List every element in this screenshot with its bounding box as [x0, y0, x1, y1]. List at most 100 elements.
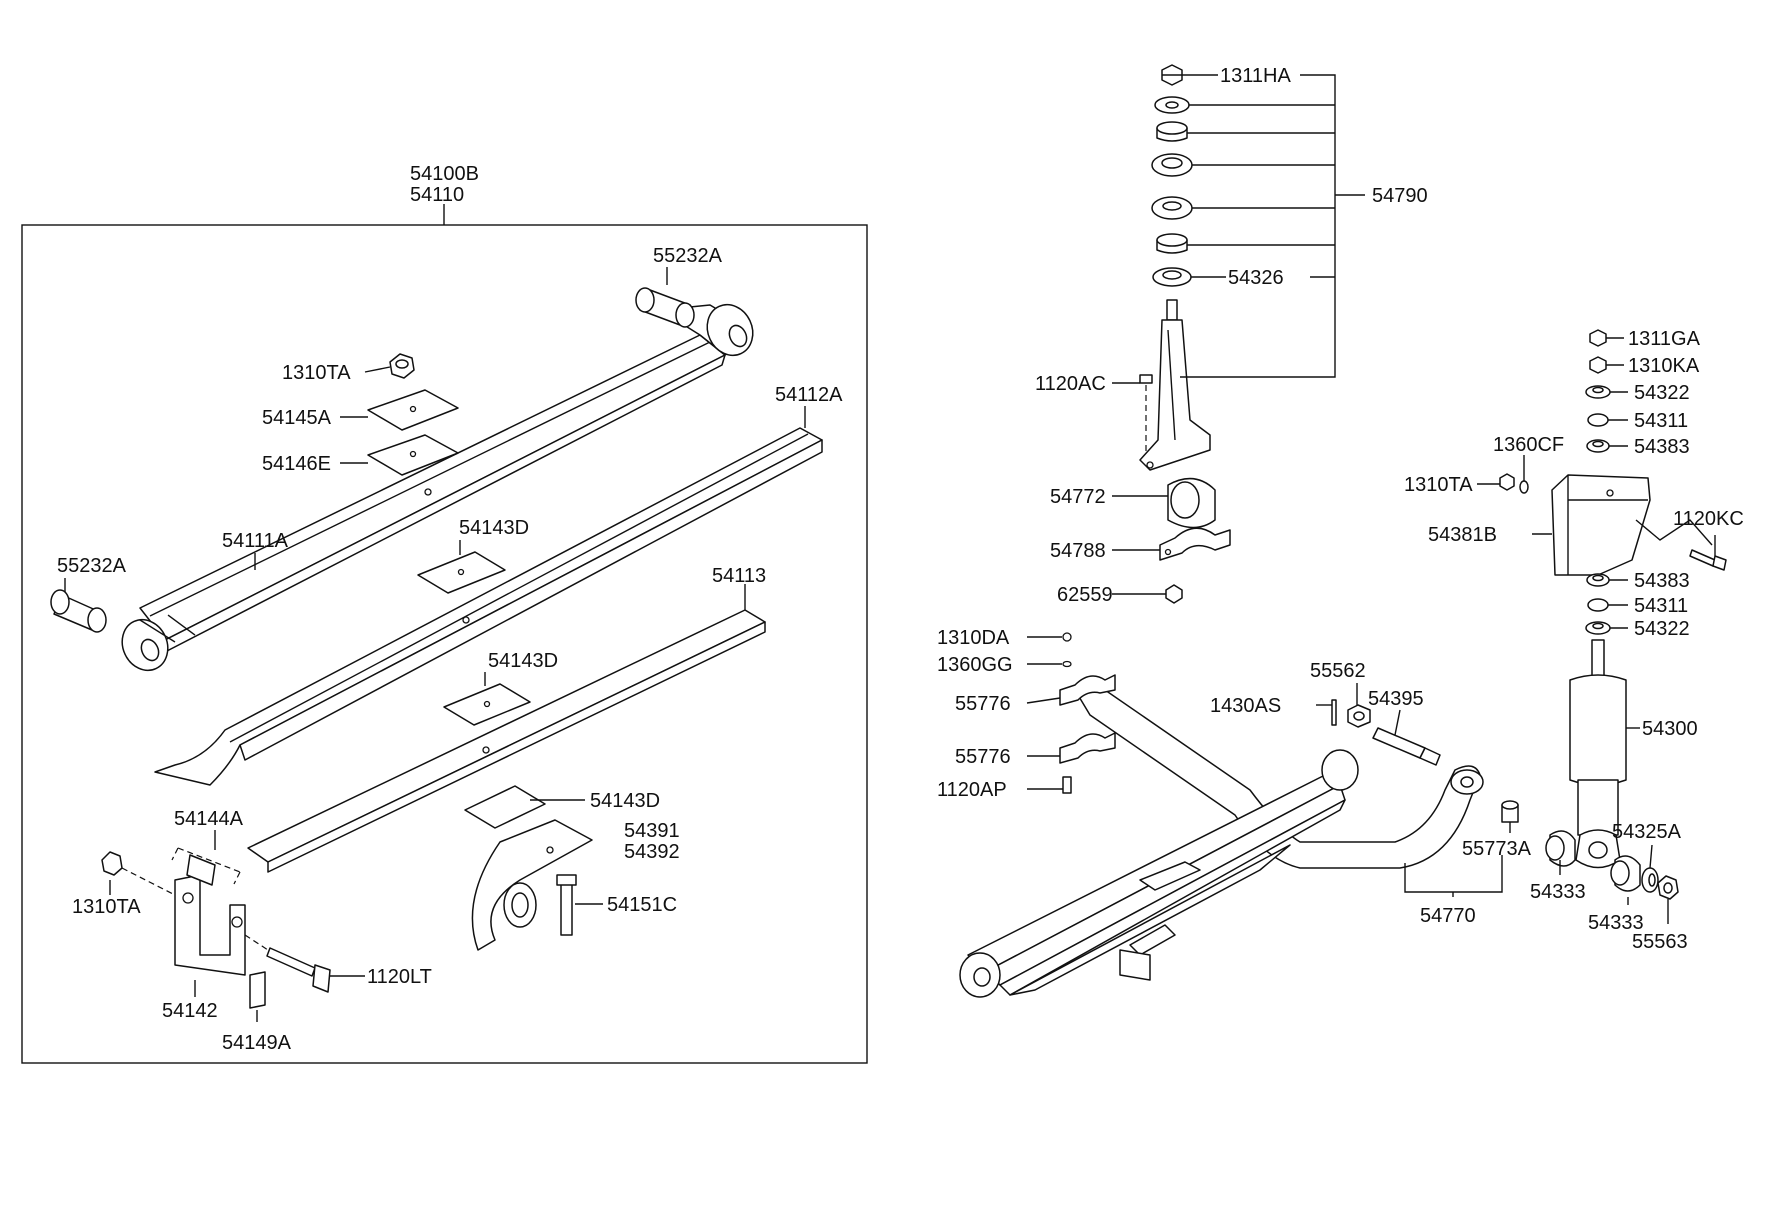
label-54111a: 54111A — [222, 530, 289, 552]
label-55562: 55562 — [1310, 660, 1366, 682]
bushing-55232a-left — [50, 589, 107, 633]
label-54143d-3: 54143D — [590, 790, 660, 812]
label-1311ga: 1311GA — [1628, 328, 1701, 350]
nut-55563 — [1657, 875, 1679, 900]
label-54144a: 54144A — [174, 808, 244, 830]
shock-absorber-54300 — [1569, 639, 1627, 869]
label-54326: 54326 — [1228, 267, 1284, 289]
label-54381b: 54381B — [1428, 524, 1497, 546]
washer-54383-bottom — [1586, 573, 1610, 587]
label-1310ka: 1310KA — [1628, 355, 1700, 377]
part-labels: 55232A 1310TA 54145A 54146E 54112A 54111… — [57, 65, 1744, 1054]
main-leaf-spring — [121, 303, 754, 672]
label-1310ta-left: 1310TA — [282, 362, 351, 384]
label-54770: 54770 — [1420, 905, 1476, 927]
bolt-1120ap — [1062, 776, 1072, 794]
pad-54145a — [367, 389, 459, 431]
bracket-54788 — [1159, 527, 1231, 561]
pin-1430as — [1331, 699, 1337, 726]
label-54392: 54392 — [624, 841, 680, 863]
label-1360cf: 1360CF — [1493, 434, 1564, 456]
label-62559: 62559 — [1057, 584, 1113, 606]
label-54145a: 54145A — [262, 407, 332, 429]
washer-stack — [1151, 96, 1193, 287]
label-54142: 54142 — [162, 1000, 218, 1022]
label-54790: 54790 — [1372, 185, 1428, 207]
label-1310da: 1310DA — [937, 627, 1010, 649]
washer-54322-top — [1585, 385, 1611, 399]
label-55232a-left: 55232A — [57, 555, 127, 577]
label-1120ap: 1120AP — [937, 779, 1007, 801]
shock-bracket-54381b — [1551, 474, 1713, 576]
bushing-55562 — [1347, 704, 1371, 728]
spring-bracket-54391 — [471, 819, 593, 951]
pad-54143d-upper — [417, 551, 506, 594]
label-54143d-1: 54143D — [459, 517, 529, 539]
label-54311-bottom: 54311 — [1634, 595, 1688, 617]
washer-54322-bottom — [1585, 621, 1611, 635]
third-leaf-spring — [247, 609, 766, 873]
bushing-54772 — [1167, 477, 1216, 529]
bushing-55232a-top — [635, 287, 695, 328]
bushing-55773a — [1501, 800, 1519, 823]
bolt-54151c — [556, 874, 577, 936]
label-54395: 54395 — [1368, 688, 1424, 710]
label-55773a: 55773A — [1462, 838, 1532, 860]
label-55776-b: 55776 — [955, 746, 1011, 768]
nut-1310ta-bottom — [101, 851, 176, 896]
bracket-55776-upper — [1059, 674, 1116, 706]
label-1120lt: 1120LT — [367, 966, 432, 988]
label-54325a: 54325A — [1612, 821, 1682, 843]
label-1120kc: 1120KC — [1673, 508, 1744, 530]
label-1310ta-bottom: 1310TA — [72, 896, 141, 918]
leader-lines — [64, 74, 1716, 1022]
bushing-54333-a — [1545, 830, 1576, 867]
pin-54144a — [171, 847, 241, 886]
small-nut-1310da — [1062, 632, 1072, 642]
second-leaf-spring — [154, 427, 823, 786]
shackle-54142 — [174, 874, 246, 976]
bracket-55776-lower — [1059, 732, 1116, 764]
bushing-54311-bottom — [1587, 598, 1609, 612]
label-54149a: 54149A — [222, 1032, 292, 1054]
label-54113: 54113 — [712, 565, 766, 587]
label-55563: 55563 — [1632, 931, 1688, 953]
assembly-label-54100b: 54100B — [410, 163, 479, 185]
clip-54149a — [249, 971, 266, 1009]
label-1310ta-right: 1310TA — [1404, 474, 1473, 496]
label-54151c: 54151C — [607, 894, 677, 916]
label-54391: 54391 — [624, 820, 680, 842]
label-54383-bottom: 54383 — [1634, 570, 1690, 592]
label-1430as: 1430AS — [1210, 695, 1281, 717]
stabilizer-link-54790 — [1139, 299, 1211, 471]
label-54112a: 54112A — [775, 384, 843, 406]
label-54333-a: 54333 — [1530, 881, 1586, 903]
washer-1360gg — [1062, 660, 1072, 668]
label-54322-top: 54322 — [1634, 382, 1690, 404]
bushing-54311-top — [1587, 413, 1609, 427]
bolt-1120kc — [1689, 549, 1727, 571]
label-54788: 54788 — [1050, 540, 1106, 562]
label-54772: 54772 — [1050, 486, 1106, 508]
label-54311-top: 54311 — [1634, 410, 1688, 432]
bushing-54333-b — [1610, 855, 1641, 892]
pad-54143d-middle — [443, 683, 531, 726]
assembly-label-54110: 54110 — [410, 184, 464, 206]
label-55776-a: 55776 — [955, 693, 1011, 715]
link-rod-54395 — [1372, 727, 1441, 766]
nut-62559 — [1165, 584, 1183, 604]
label-54383-top: 54383 — [1634, 436, 1690, 458]
nut-1311ha — [1161, 64, 1183, 86]
rear-leaf-spring-assembly — [959, 749, 1359, 998]
bolt-1120ac — [1139, 374, 1153, 455]
washer-54325a — [1641, 867, 1659, 893]
label-54146e: 54146E — [262, 453, 331, 475]
nut-1310ta-right — [1499, 473, 1529, 494]
label-54333-b: 54333 — [1588, 912, 1644, 934]
bolt-1120lt — [244, 934, 331, 993]
label-54322-bottom: 54322 — [1634, 618, 1690, 640]
pad-54146e — [367, 434, 459, 476]
label-55232a-top: 55232A — [653, 245, 723, 267]
label-54300: 54300 — [1642, 718, 1698, 740]
